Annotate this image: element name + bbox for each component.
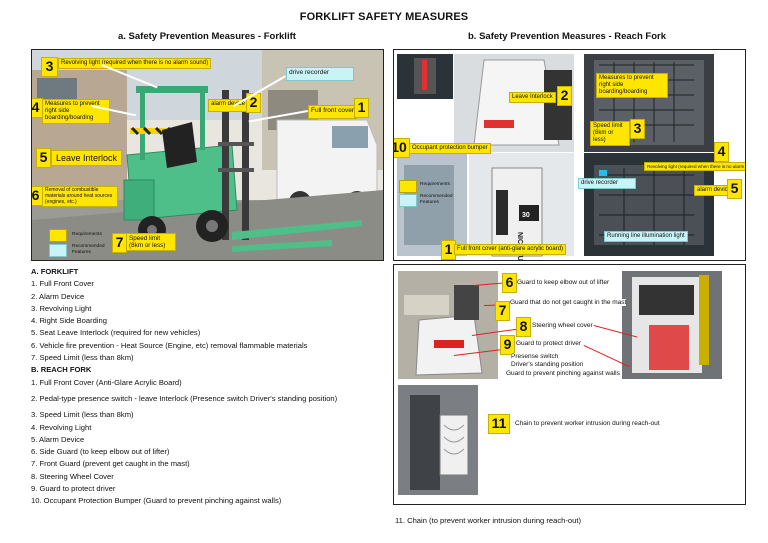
- callout-number: 4: [714, 142, 729, 162]
- list-heading-forklift: A. FORKLIFT: [31, 267, 79, 276]
- list-item: 6. Side Guard (to keep elbow out of lift…: [31, 447, 170, 457]
- legend-requirement-swatch: [399, 180, 417, 193]
- callout-label: Revolving light (required when there is …: [58, 58, 212, 69]
- callout-label: Guard to keep elbow out of lifter: [517, 279, 610, 287]
- list-item: 3. Revolving Light: [31, 303, 92, 313]
- callout-label: Full front cover: [308, 105, 357, 119]
- callout-number: 7: [495, 301, 510, 321]
- list-item: 7. Speed Limit (less than 8km): [31, 353, 134, 363]
- callout-number: 5: [36, 148, 51, 168]
- callout-number: 6: [502, 273, 517, 293]
- list-item: 6. Vehicle fire prevention - Heat Source…: [31, 340, 308, 350]
- page-title: FORKLIFT SAFETY MEASURES: [299, 11, 469, 23]
- list-item: 2. Pedal-type presence switch - leave In…: [31, 393, 338, 403]
- callout-label: Leave Interlock: [509, 92, 556, 103]
- vehicle-number-text: 30: [522, 212, 530, 219]
- reach-fork-guards-panel: 6 Guard to keep elbow out of lifter Guar…: [393, 264, 746, 505]
- callout-label: Leave Interlock: [51, 150, 123, 167]
- callout-label: Chain to prevent worker intrusion during…: [515, 420, 660, 428]
- callout-label: Removal of combustible materials around …: [42, 186, 118, 208]
- callout-number: 2: [557, 86, 572, 106]
- callout-number: 7: [112, 233, 127, 253]
- callout-label: drive recorder: [578, 178, 636, 189]
- list-item: 11. Chain (to prevent worker intrusion d…: [395, 516, 581, 525]
- list-item: 10. Occupant Protection Bumper (Guard to…: [31, 496, 282, 506]
- list-item: 5. Alarm Device: [31, 434, 85, 444]
- legend-label: Recommended Features: [420, 194, 453, 205]
- callout-number: 1: [354, 98, 369, 118]
- callout-number: 11: [488, 414, 510, 434]
- list-heading-reach-fork: B. REACH FORK: [31, 365, 92, 375]
- callout-label: Presense switch: [511, 353, 559, 361]
- legend-recommended-swatch: [49, 244, 67, 257]
- callout-number: 10: [394, 138, 410, 158]
- reach-fork-panel: NICHIYU 30 Leave Interlock 2 Measures to…: [393, 49, 746, 261]
- list-item: 5. Seat Leave Interlock (required for ne…: [31, 328, 201, 338]
- callout-number: 8: [516, 317, 531, 337]
- list-item: 7. Front Guard (prevent get caught in th…: [31, 459, 190, 469]
- legend-label: Requirements: [420, 182, 450, 187]
- list-item: 1. Full Front Cover (Anti-Glare Acrylic …: [31, 377, 182, 387]
- list-item: 4. Right Side Boarding: [31, 316, 107, 326]
- forklift-panel: 3 Revolving light (required when there i…: [31, 49, 384, 261]
- legend-requirement-swatch: [49, 229, 67, 242]
- list-item: 8. Steering Wheel Cover: [31, 471, 114, 481]
- callout-label: Steering wheel cover: [532, 322, 593, 330]
- callout-label: drive recorder: [286, 67, 354, 81]
- list-item: 1. Full Front Cover: [31, 279, 94, 289]
- callout-label: Measures to prevent right side boarding/…: [42, 99, 110, 124]
- callout-label: Guard that do not get caught in the mast: [510, 299, 627, 307]
- callout-label: Guard to protect driver: [516, 340, 582, 348]
- list-item: 2. Alarm Device: [31, 291, 85, 301]
- callout-number: 9: [500, 335, 515, 355]
- guards-photos: [394, 265, 745, 504]
- callout-label: Occupant protection bumper: [409, 143, 491, 154]
- legend-recommended-swatch: [399, 194, 417, 207]
- list-item: 4. Revolving Light: [31, 422, 92, 432]
- legend-label: Recommended Features: [72, 244, 105, 255]
- callout-number: 3: [41, 57, 58, 77]
- callout-label: Running line illumination light: [604, 231, 688, 242]
- callout-label: Revolving light (required when there is …: [644, 162, 745, 172]
- callout-label: Driver's standing position: [511, 361, 584, 369]
- callout-label: Speed limit (8km or less): [126, 233, 176, 252]
- callout-label: Measures to prevent right side boarding/…: [596, 73, 668, 98]
- section-a-subtitle: a. Safety Prevention Measures - Forklift: [118, 31, 296, 42]
- list-item: 9. Guard to protect driver: [31, 484, 116, 494]
- callout-label: Full front cover (anti-glare acrylic boa…: [454, 244, 567, 255]
- legend-label: Requirements: [72, 232, 102, 237]
- reach-fork-photos: [394, 50, 745, 260]
- measures-list: A. FORKLIFT 1. Full Front Cover 2. Alarm…: [31, 266, 391, 508]
- callout-number: 5: [727, 179, 742, 199]
- callout-number: 3: [630, 119, 645, 139]
- section-b-subtitle: b. Safety Prevention Measures - Reach Fo…: [468, 31, 666, 42]
- callout-label: Guard to prevent pinching against walls: [506, 370, 620, 378]
- forklift-photo: [32, 50, 383, 260]
- callout-label: Speed limit (8km or less): [590, 121, 630, 146]
- callout-number: 2: [246, 93, 261, 113]
- list-item: 3. Speed Limit (less than 8km): [31, 410, 134, 420]
